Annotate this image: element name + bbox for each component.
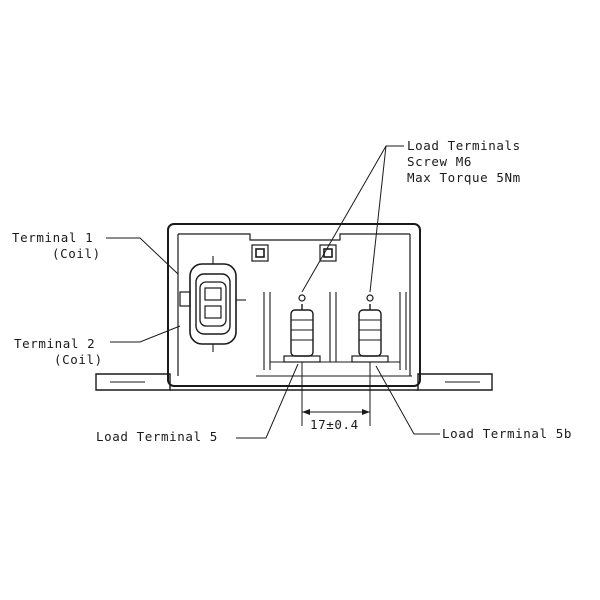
leader-lines	[106, 145, 440, 439]
load-terminal-stud-5b	[351, 294, 389, 363]
terminal-2-label: Terminal 2	[14, 336, 95, 351]
dimension-17: 17±0.4	[301, 362, 371, 432]
torque-spec-label: Max Torque 5Nm	[407, 170, 521, 185]
load-terminal-5b-label: Load Terminal 5b	[442, 426, 572, 441]
terminal-2-sub-label: (Coil)	[54, 352, 103, 367]
coil-connector	[179, 256, 246, 352]
load-terminals-label: Load Terminals	[407, 138, 521, 153]
load-terminal-stud-5	[283, 294, 321, 363]
terminal-1-label: Terminal 1	[12, 230, 93, 245]
terminal-1-sub-label: (Coil)	[52, 246, 101, 261]
load-terminal-5-label: Load Terminal 5	[96, 429, 218, 444]
screw-spec-label: Screw M6	[407, 154, 472, 169]
dimension-label: 17±0.4	[310, 417, 359, 432]
